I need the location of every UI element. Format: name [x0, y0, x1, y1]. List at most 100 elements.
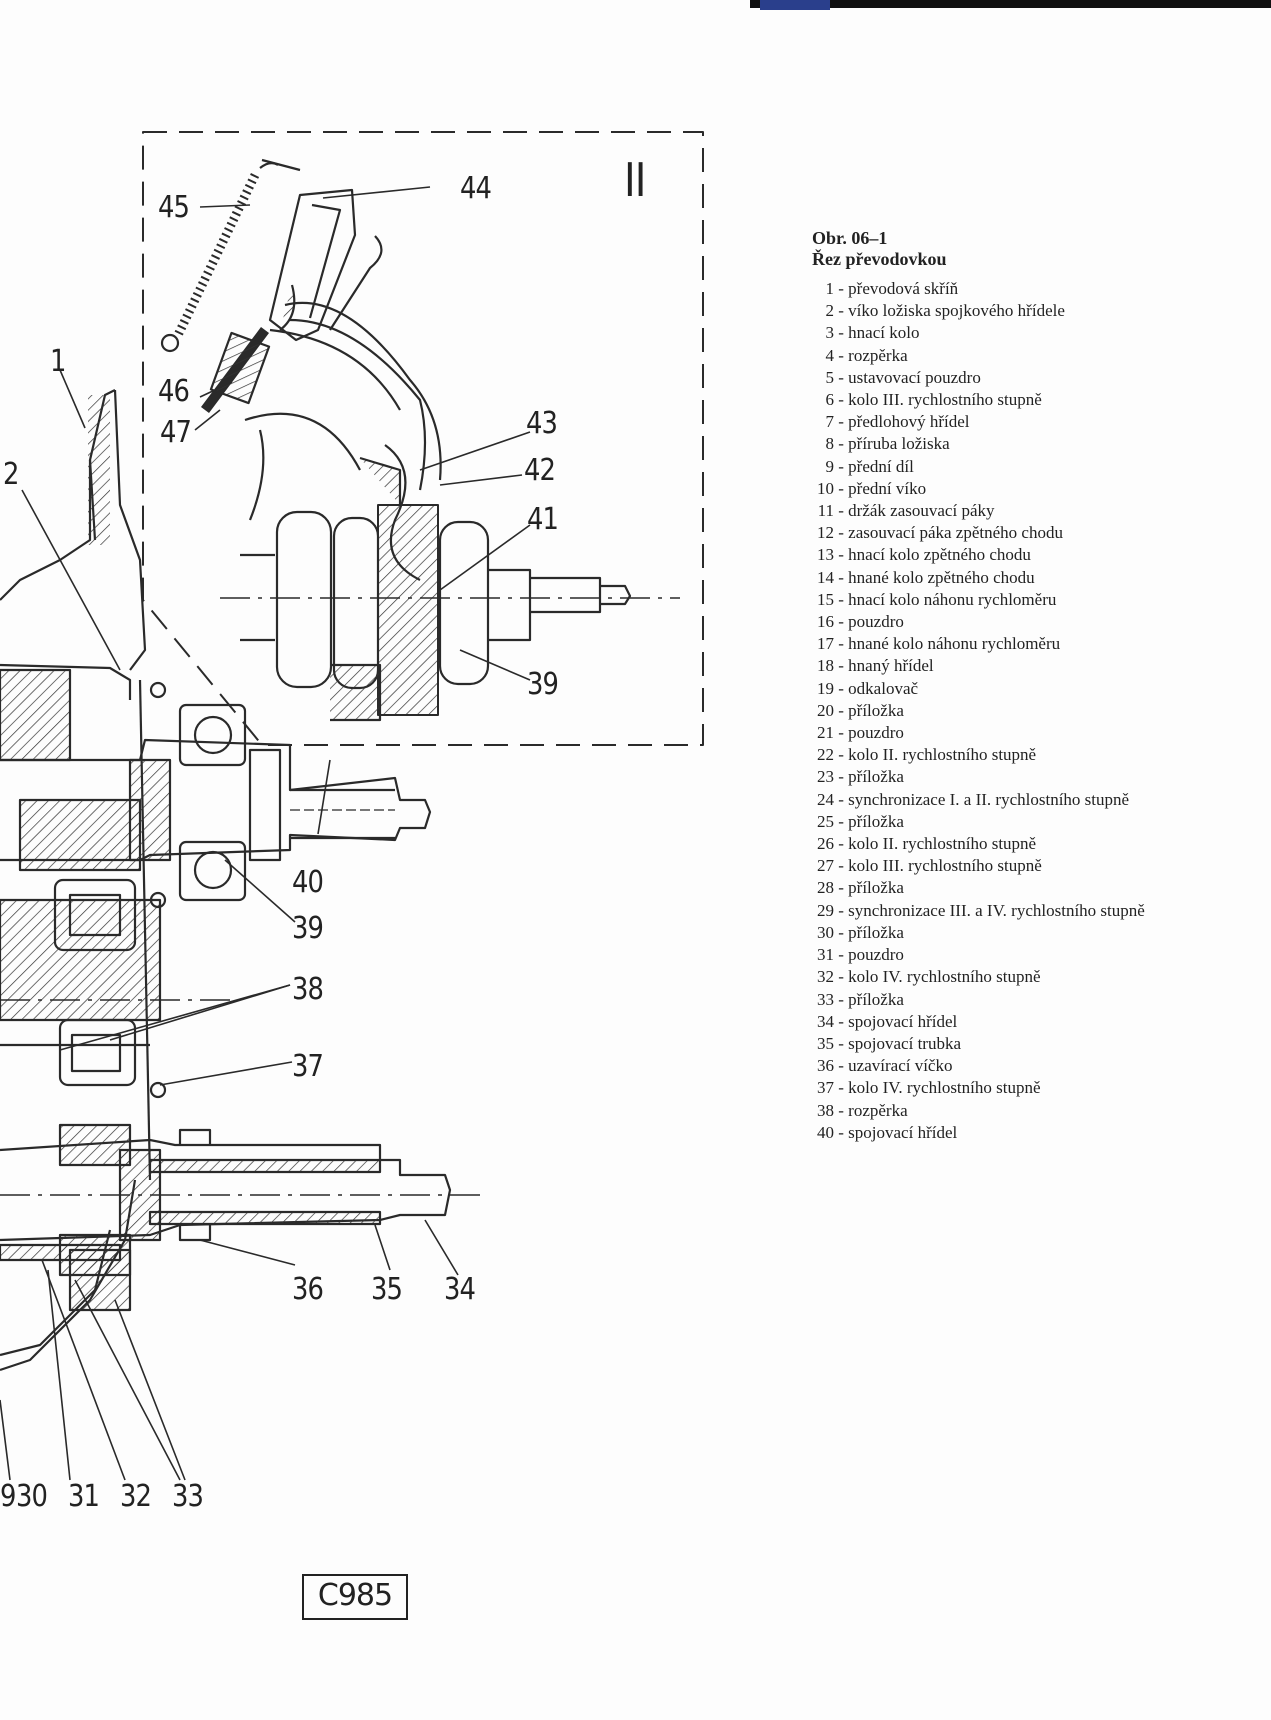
legend-item-text: uzavírací víčko — [848, 1056, 953, 1076]
legend-separator: - — [834, 478, 849, 498]
legend-item-number: 25 — [817, 811, 834, 831]
legend-separator: - — [834, 834, 849, 854]
figure-legend: Obr. 06–1 Řez převodovkou 1 - převodová … — [812, 228, 1262, 1144]
legend-separator: - — [834, 323, 849, 343]
legend-item-number: 1 — [825, 279, 835, 298]
legend-item-number: 11 — [817, 501, 834, 521]
legend-separator: - — [834, 1056, 849, 1076]
legend-item: 2 - víko ložiska spojkového hřídele — [812, 300, 1262, 322]
callout-39-detail: 39 — [527, 667, 559, 702]
detail-lever — [201, 188, 442, 521]
legend-item-text: předlohový hřídel — [848, 412, 970, 432]
legend-item-text: spojovací hřídel — [848, 1122, 958, 1142]
legend-separator: - — [834, 945, 849, 965]
callout-31: 31 — [68, 1479, 100, 1514]
callout-30: 30 — [16, 1479, 48, 1514]
callout-41: 41 — [527, 502, 559, 537]
input-shaft — [0, 681, 432, 1099]
output-shaft-tube — [0, 1123, 480, 1277]
legend-item: 23 - příložka — [812, 766, 1262, 788]
callout-45: 45 — [158, 190, 190, 225]
legend-item-number: 33 — [817, 989, 834, 1009]
legend-item-text: zasouvací páka zpětného chodu — [848, 523, 1063, 543]
legend-item-text: hnací kolo zpětného chodu — [848, 545, 1031, 565]
legend-item-text: rozpěrka — [848, 345, 908, 365]
legend-item-number: 29 — [817, 900, 834, 920]
legend-item-number: 23 — [817, 767, 834, 787]
detail-label-II: II — [624, 153, 646, 207]
legend-item-text: ustavovací pouzdro — [848, 367, 981, 387]
scan-edge-strip — [750, 0, 1271, 8]
legend-item-text: synchronizace III. a IV. rychlostního st… — [848, 900, 1145, 920]
legend-item-number: 19 — [817, 678, 834, 698]
legend-item-number: 12 — [817, 523, 834, 543]
legend-separator: - — [834, 745, 849, 765]
legend-item: 25 - příložka — [812, 811, 1262, 833]
leader-lines — [0, 186, 531, 1481]
legend-separator: - — [834, 1011, 849, 1031]
legend-item-text: kolo III. rychlostního stupně — [848, 856, 1042, 876]
legend-item-number: 37 — [817, 1078, 834, 1098]
detail-gears — [220, 444, 680, 722]
legend-item: 9 - přední díl — [812, 456, 1262, 478]
legend-separator: - — [834, 1122, 849, 1142]
legend-separator: - — [834, 878, 849, 898]
legend-item: 38 - rozpěrka — [812, 1100, 1262, 1122]
legend-item-text: pouzdro — [848, 945, 904, 965]
legend-item: 33 - příložka — [812, 989, 1262, 1011]
legend-separator: - — [834, 345, 849, 365]
legend-item: 18 - hnaný hřídel — [812, 655, 1262, 677]
legend-item-number: 20 — [817, 700, 834, 720]
legend-separator: - — [834, 390, 849, 410]
legend-item-number: 38 — [817, 1100, 834, 1120]
gear-cluster — [0, 878, 230, 1087]
legend-item-number: 4 — [825, 345, 835, 365]
callout-35: 35 — [371, 1272, 403, 1307]
legend-item: 34 - spojovací hřídel — [812, 1011, 1262, 1033]
legend-item: 37 - kolo IV. rychlostního stupně — [812, 1077, 1262, 1099]
legend-separator: - — [834, 989, 849, 1009]
legend-separator: - — [834, 301, 849, 321]
legend-separator: - — [834, 922, 849, 942]
legend-item-number: 16 — [817, 612, 834, 632]
legend-separator: - — [834, 612, 849, 632]
drawing-code: C985 — [302, 1574, 408, 1620]
legend-separator: - — [834, 589, 849, 609]
legend-item-number: 40 — [817, 1122, 834, 1142]
legend-item: 1 - převodová skříň — [812, 278, 1262, 300]
callout-2: 2 — [3, 457, 19, 492]
legend-item-text: přední víko — [848, 478, 927, 498]
legend-separator: - — [834, 700, 849, 720]
legend-item-text: spojovací hřídel — [848, 1011, 958, 1031]
legend-item: 19 - odkalovač — [812, 678, 1262, 700]
legend-item-text: synchronizace I. a II. rychlostního stup… — [848, 789, 1130, 809]
legend-item-number: 31 — [817, 945, 834, 965]
legend-item: 40 - spojovací hřídel — [812, 1122, 1262, 1144]
legend-separator: - — [834, 900, 849, 920]
legend-item-number: 30 — [817, 922, 834, 942]
legend-item-text: kolo III. rychlostního stupně — [848, 390, 1042, 410]
legend-item-text: spojovací trubka — [848, 1033, 962, 1053]
legend-item: 30 - příložka — [812, 922, 1262, 944]
legend-item-number: 9 — [825, 456, 835, 476]
legend-item-text: převodová skříň — [848, 279, 959, 298]
legend-item: 8 - příruba ložiska — [812, 433, 1262, 455]
legend-item: 16 - pouzdro — [812, 611, 1262, 633]
legend-separator: - — [834, 434, 849, 454]
legend-item-text: hnací kolo — [848, 323, 920, 343]
legend-item-text: pouzdro — [848, 612, 904, 632]
legend-item: 29 - synchronizace III. a IV. rychlostní… — [812, 900, 1262, 922]
legend-separator: - — [834, 567, 849, 587]
legend-item-text: příložka — [848, 878, 904, 898]
legend-separator: - — [834, 501, 849, 521]
legend-item-text: držák zasouvací páky — [848, 501, 995, 521]
legend-separator: - — [834, 545, 849, 565]
legend-item: 28 - příložka — [812, 877, 1262, 899]
legend-item-number: 3 — [825, 323, 835, 343]
legend-separator: - — [834, 1100, 849, 1120]
legend-item-text: kolo II. rychlostního stupně — [848, 745, 1037, 765]
legend-item: 24 - synchronizace I. a II. rychlostního… — [812, 789, 1262, 811]
callout-partial-9: 9 — [0, 1479, 16, 1514]
legend-item: 32 - kolo IV. rychlostního stupně — [812, 966, 1262, 988]
